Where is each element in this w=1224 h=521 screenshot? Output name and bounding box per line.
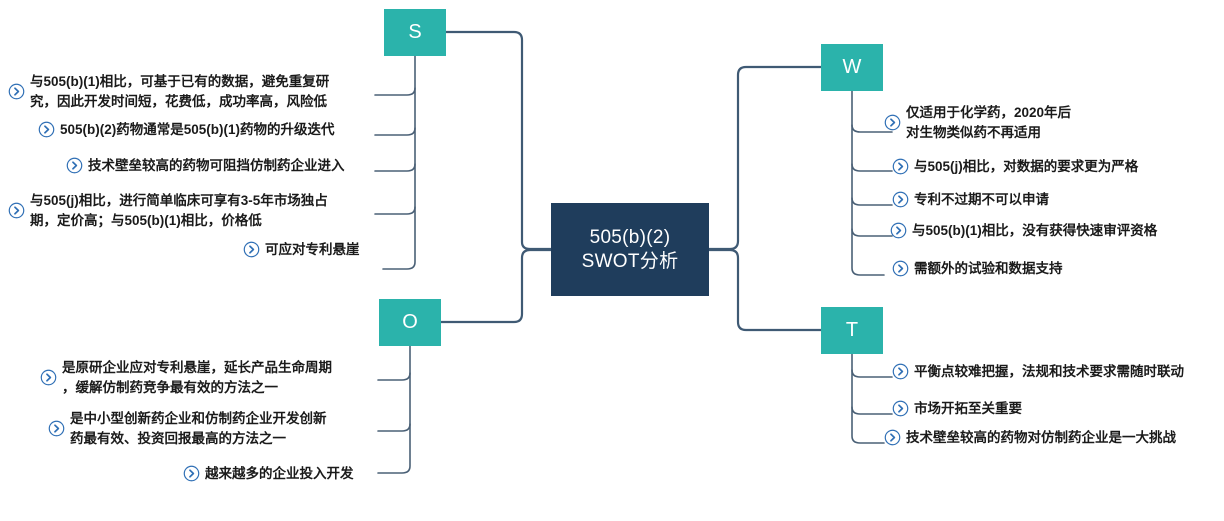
leaf-text: 技术壁垒较高的药物对仿制药企业是一大挑战 <box>906 430 1176 445</box>
chevron-right-circle-icon <box>892 260 909 277</box>
chevron-right-circle-icon <box>38 121 55 138</box>
leaf-item-weakness-3[interactable]: 专利不过期不可以申请 <box>892 190 1049 210</box>
chevron-right-circle-icon <box>40 369 57 386</box>
leaf-item-strength-1[interactable]: 与505(b)(1)相比，可基于已有的数据，避免重复研 究，因此开发时间短，花费… <box>8 72 329 111</box>
leaf-text: 仅适用于化学药，2020年后 对生物类似药不再适用 <box>906 105 1072 140</box>
chevron-right-circle-icon <box>892 191 909 208</box>
leaf-item-strength-2[interactable]: 505(b)(2)药物通常是505(b)(1)药物的升级迭代 <box>38 120 335 140</box>
chevron-right-circle-icon <box>48 420 65 437</box>
leaf-item-opportunity-3[interactable]: 越来越多的企业投入开发 <box>183 464 354 484</box>
quadrant-node-threats[interactable]: T <box>821 307 883 354</box>
leaf-item-strength-3[interactable]: 技术壁垒较高的药物可阻挡仿制药企业进入 <box>66 156 345 176</box>
quadrant-label-t: T <box>845 319 859 341</box>
leaf-item-opportunity-2[interactable]: 是中小型创新药企业和仿制药企业开发创新 药最有效、投资回报最高的方法之一 <box>48 409 327 448</box>
leaf-text: 与505(b)(1)相比，没有获得快速审评资格 <box>912 223 1158 238</box>
chevron-right-circle-icon <box>884 114 901 131</box>
leaf-text: 可应对专利悬崖 <box>265 242 360 257</box>
leaf-text: 是原研企业应对专利悬崖，延长产品生命周期 ，缓解仿制药竞争最有效的方法之一 <box>62 360 332 395</box>
leaf-text: 技术壁垒较高的药物可阻挡仿制药企业进入 <box>88 158 345 173</box>
chevron-right-circle-icon <box>884 429 901 446</box>
center-node[interactable]: 505(b)(2) SWOT分析 <box>551 203 709 296</box>
leaf-item-strength-4[interactable]: 与505(j)相比，进行简单临床可享有3-5年市场独占 期，定价高；与505(b… <box>8 191 328 230</box>
leaf-item-threat-3[interactable]: 技术壁垒较高的药物对仿制药企业是一大挑战 <box>884 428 1176 448</box>
leaf-item-weakness-1[interactable]: 仅适用于化学药，2020年后 对生物类似药不再适用 <box>884 103 1071 142</box>
quadrant-node-weaknesses[interactable]: W <box>821 44 883 91</box>
leaf-item-opportunity-1[interactable]: 是原研企业应对专利悬崖，延长产品生命周期 ，缓解仿制药竞争最有效的方法之一 <box>40 358 332 397</box>
leaf-text: 与505(b)(1)相比，可基于已有的数据，避免重复研 究，因此开发时间短，花费… <box>30 74 330 109</box>
quadrant-label-w: W <box>842 56 862 78</box>
quadrant-label-s: S <box>408 21 422 43</box>
chevron-right-circle-icon <box>183 465 200 482</box>
chevron-right-circle-icon <box>892 400 909 417</box>
chevron-right-circle-icon <box>8 83 25 100</box>
quadrant-node-strengths[interactable]: S <box>384 9 446 56</box>
leaf-item-weakness-5[interactable]: 需额外的试验和数据支持 <box>892 259 1063 279</box>
quadrant-node-opportunities[interactable]: O <box>379 299 441 346</box>
chevron-right-circle-icon <box>892 363 909 380</box>
leaf-text: 需额外的试验和数据支持 <box>914 261 1063 276</box>
quadrant-label-o: O <box>402 311 418 333</box>
center-node-line2: SWOT分析 <box>581 250 679 272</box>
leaf-item-strength-5[interactable]: 可应对专利悬崖 <box>243 240 360 260</box>
leaf-item-weakness-2[interactable]: 与505(j)相比，对数据的要求更为严格 <box>892 157 1138 177</box>
leaf-text: 市场开拓至关重要 <box>914 401 1022 416</box>
chevron-right-circle-icon <box>66 157 83 174</box>
leaf-text: 505(b)(2)药物通常是505(b)(1)药物的升级迭代 <box>60 122 335 137</box>
leaf-item-threat-1[interactable]: 平衡点较难把握，法规和技术要求需随时联动 <box>892 362 1184 382</box>
chevron-right-circle-icon <box>892 158 909 175</box>
leaf-text: 平衡点较难把握，法规和技术要求需随时联动 <box>914 364 1184 379</box>
leaf-text: 越来越多的企业投入开发 <box>205 466 354 481</box>
chevron-right-circle-icon <box>243 241 260 258</box>
center-node-line1: 505(b)(2) <box>589 226 671 248</box>
chevron-right-circle-icon <box>890 222 907 239</box>
chevron-right-circle-icon <box>8 202 25 219</box>
leaf-text: 是中小型创新药企业和仿制药企业开发创新 药最有效、投资回报最高的方法之一 <box>70 411 327 446</box>
leaf-item-weakness-4[interactable]: 与505(b)(1)相比，没有获得快速审评资格 <box>890 221 1157 241</box>
leaf-text: 专利不过期不可以申请 <box>914 192 1049 207</box>
leaf-text: 与505(j)相比，对数据的要求更为严格 <box>914 159 1139 174</box>
leaf-text: 与505(j)相比，进行简单临床可享有3-5年市场独占 期，定价高；与505(b… <box>30 193 328 228</box>
leaf-item-threat-2[interactable]: 市场开拓至关重要 <box>892 399 1022 419</box>
